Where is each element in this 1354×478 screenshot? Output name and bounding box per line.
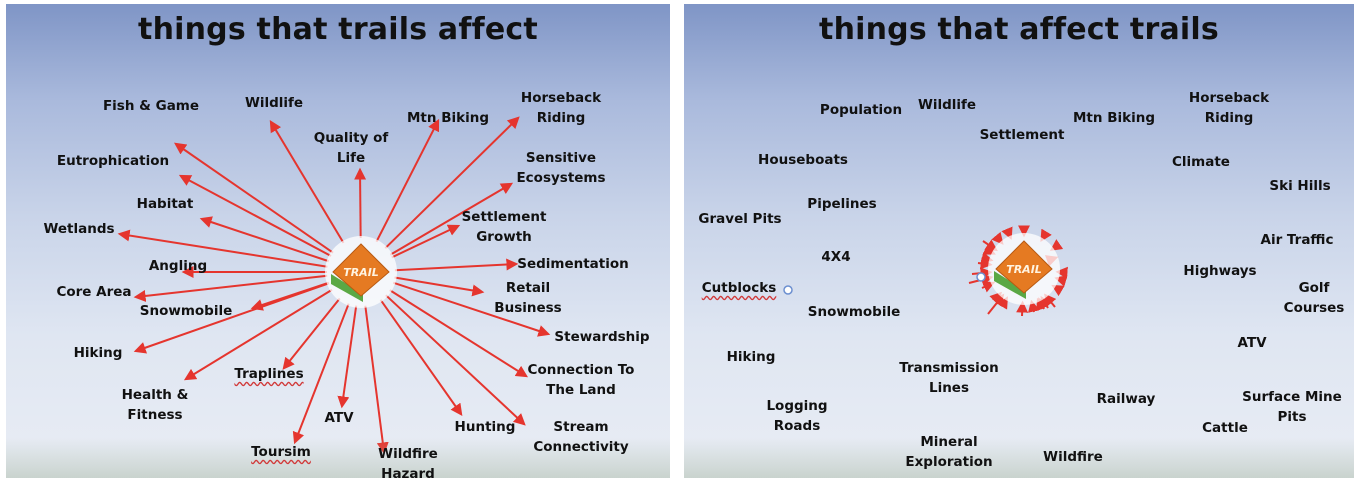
node-label: Air Traffic bbox=[1260, 232, 1334, 248]
node-label: Settlement Growth bbox=[461, 209, 547, 245]
node-label: Golf Courses bbox=[1283, 280, 1345, 316]
node-label: Health & Fitness bbox=[121, 387, 189, 423]
right-ground bbox=[684, 438, 1354, 478]
node-label: Toursim bbox=[251, 444, 311, 460]
node-label: Cattle bbox=[1202, 420, 1248, 436]
arrow bbox=[384, 116, 520, 249]
node-label: ATV bbox=[324, 410, 354, 426]
arrow bbox=[977, 257, 993, 270]
node-label: Pipelines bbox=[807, 196, 877, 212]
left-diagram: TRAIL bbox=[117, 116, 551, 455]
node-label: Fish & Game bbox=[102, 98, 200, 114]
arrow bbox=[375, 118, 440, 243]
node-label: Mtn Biking bbox=[407, 110, 489, 126]
arrow bbox=[394, 276, 485, 297]
node-label: Snowmobile bbox=[139, 303, 233, 319]
arrow bbox=[178, 174, 332, 257]
node-label: Core Area bbox=[56, 284, 132, 300]
arrow bbox=[199, 216, 330, 263]
arrow bbox=[117, 229, 328, 268]
left-title: things that trails affect bbox=[138, 12, 538, 47]
logo-text: TRAIL bbox=[343, 266, 379, 279]
node-label: Wildfire bbox=[1043, 449, 1103, 465]
node-label: Settlement bbox=[979, 127, 1065, 143]
arrow bbox=[379, 299, 463, 416]
node-label: Transmission Lines bbox=[899, 360, 999, 396]
right-panel: TRAIL things that affect trails Populati… bbox=[684, 4, 1354, 478]
right-diagram: TRAIL bbox=[783, 225, 1068, 317]
node-label: Wildlife bbox=[244, 95, 304, 111]
node-label: Logging Roads bbox=[766, 398, 828, 434]
node-label: Wildfire Hazard bbox=[378, 446, 438, 478]
arrow bbox=[174, 142, 334, 254]
connector-handle[interactable] bbox=[783, 285, 793, 295]
arrow bbox=[269, 119, 345, 244]
node-label: Houseboats bbox=[758, 152, 848, 168]
arrow bbox=[391, 224, 461, 259]
node-label: Hiking bbox=[726, 349, 776, 365]
node-label: Quality of Life bbox=[313, 130, 389, 166]
node-label: Mineral Exploration bbox=[905, 434, 993, 470]
node-label: 4X4 bbox=[821, 249, 851, 265]
left-panel: TRAIL things that trails affect Fish & G… bbox=[6, 4, 670, 478]
node-label: Climate bbox=[1172, 154, 1230, 170]
node-label: Sensitive Ecosystems bbox=[516, 150, 606, 186]
node-label: Eutrophication bbox=[56, 153, 170, 169]
arrow bbox=[389, 289, 529, 378]
left-ground bbox=[6, 438, 670, 478]
node-label: Stewardship bbox=[554, 329, 650, 345]
arrow bbox=[1016, 300, 1029, 317]
node-label: Connection To The Land bbox=[527, 362, 635, 398]
arrow bbox=[394, 258, 519, 272]
node-label: Horseback Riding bbox=[1188, 90, 1270, 126]
node-label: ATV bbox=[1237, 335, 1267, 351]
node-label: Cutblocks bbox=[701, 280, 777, 296]
node-label: Surface Mine Pits bbox=[1242, 389, 1342, 425]
arrow bbox=[292, 303, 350, 445]
arrow bbox=[183, 288, 333, 381]
arrow bbox=[389, 182, 514, 256]
logo-base bbox=[331, 274, 363, 302]
node-label: Highways bbox=[1183, 263, 1257, 279]
node-label: Snowmobile bbox=[807, 304, 901, 320]
node-label: Habitat bbox=[136, 196, 194, 212]
arrow bbox=[987, 293, 1005, 315]
node-label: Retail Business bbox=[494, 280, 562, 316]
arrow bbox=[354, 167, 367, 239]
arrow bbox=[337, 305, 358, 409]
trail-logo-icon bbox=[332, 243, 390, 297]
logo-base bbox=[994, 271, 1026, 299]
node-label: Traplines bbox=[234, 366, 304, 382]
connector-handle[interactable] bbox=[976, 272, 986, 282]
node-label: Hiking bbox=[73, 345, 123, 361]
arrow bbox=[981, 281, 996, 293]
node-label: Sedimentation bbox=[517, 256, 629, 272]
node-label: Horseback Riding bbox=[520, 90, 602, 126]
node-label: Hunting bbox=[454, 419, 516, 435]
node-label: Angling bbox=[148, 258, 208, 274]
arrow bbox=[982, 239, 998, 252]
logo-text: TRAIL bbox=[1006, 263, 1042, 276]
node-label: Mtn Biking bbox=[1073, 110, 1155, 126]
arrow bbox=[133, 274, 328, 302]
node-label: Ski Hills bbox=[1269, 178, 1331, 194]
node-label: Stream Connectivity bbox=[533, 419, 629, 455]
arrow bbox=[385, 294, 526, 426]
node-label: Gravel Pits bbox=[698, 211, 782, 227]
node-label: Wetlands bbox=[43, 221, 115, 237]
node-label: Population bbox=[819, 102, 903, 118]
node-label: Wildlife bbox=[917, 97, 977, 113]
right-title: things that affect trails bbox=[819, 12, 1219, 47]
arrow bbox=[364, 305, 389, 455]
trail-logo-icon bbox=[995, 240, 1053, 294]
arrow bbox=[392, 281, 551, 337]
arrow bbox=[133, 282, 330, 354]
arrow bbox=[282, 297, 341, 370]
node-label: Railway bbox=[1096, 391, 1156, 407]
